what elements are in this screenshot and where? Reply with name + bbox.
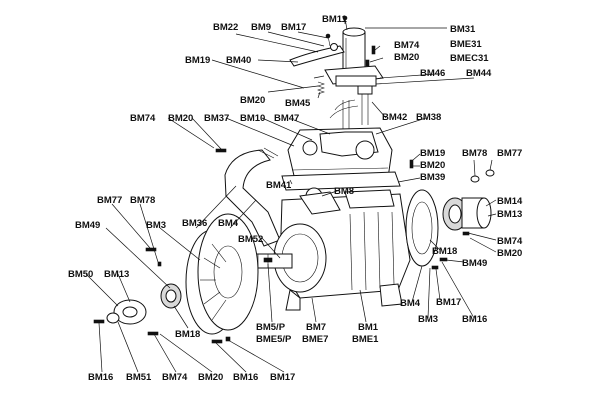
label-bme7: BME7 bbox=[302, 334, 328, 345]
label-bm19-right: BM19 bbox=[420, 148, 445, 159]
label-bm20: BM20 bbox=[394, 52, 419, 63]
label-bm77-left: BM77 bbox=[97, 195, 122, 206]
label-bm17-right: BM17 bbox=[436, 297, 461, 308]
label-bm20-bottom: BM20 bbox=[198, 372, 223, 383]
hose bbox=[224, 147, 281, 247]
label-bm16-right: BM16 bbox=[462, 314, 487, 325]
label-bm19: BM19 bbox=[185, 55, 210, 66]
label-bm16-bottom: BM16 bbox=[88, 372, 113, 383]
label-bm51: BM51 bbox=[126, 372, 152, 383]
label-bm36: BM36 bbox=[182, 218, 207, 229]
label-bm17-bottom: BM17 bbox=[270, 372, 295, 383]
label-bm74-bottom: BM74 bbox=[162, 372, 188, 383]
label-bme5p: BME5/P bbox=[256, 334, 292, 345]
end-cover-left bbox=[185, 213, 259, 335]
label-bm38: BM38 bbox=[416, 112, 441, 123]
label-bm18-right: BM18 bbox=[432, 246, 457, 257]
label-bm31: BM31 bbox=[450, 24, 476, 35]
label-bm22: BM22 bbox=[213, 22, 238, 33]
label-bm74-right: BM74 bbox=[497, 236, 523, 247]
leader-lines bbox=[85, 18, 497, 373]
label-bm45: BM45 bbox=[285, 98, 311, 109]
label-bm49-left: BM49 bbox=[75, 220, 100, 231]
label-bme31: BME31 bbox=[450, 39, 482, 50]
label-bmec31: BMEC31 bbox=[450, 53, 489, 64]
label-bm20-left: BM20 bbox=[168, 113, 193, 124]
label-bm74-left: BM74 bbox=[130, 113, 156, 124]
label-bm13-right: BM13 bbox=[497, 209, 522, 220]
label-bm42: BM42 bbox=[382, 112, 407, 123]
label-bm4-right: BM4 bbox=[400, 298, 421, 309]
label-bm16-bottom2: BM16 bbox=[233, 372, 258, 383]
seal-right bbox=[442, 197, 492, 231]
label-bm20-right: BM20 bbox=[420, 160, 445, 171]
label-bm1: BM1 bbox=[358, 322, 379, 333]
label-bm46: BM46 bbox=[420, 68, 445, 79]
label-bm7: BM7 bbox=[306, 322, 326, 333]
label-bm78-left: BM78 bbox=[130, 195, 155, 206]
label-bm10: BM10 bbox=[240, 113, 265, 124]
label-bm39: BM39 bbox=[420, 172, 445, 183]
label-bm20-mid: BM20 bbox=[240, 95, 265, 106]
spring bbox=[313, 75, 325, 95]
label-bm77-right: BM77 bbox=[497, 148, 522, 159]
label-bm4-left: BM4 bbox=[218, 218, 239, 229]
tube-assembly bbox=[329, 85, 373, 130]
end-cap bbox=[106, 299, 147, 325]
part-labels: BM11 BM22 BM9 BM17 BM31 BM74 BME31 BM20 … bbox=[68, 14, 523, 383]
label-bm47: BM47 bbox=[274, 113, 299, 124]
label-bm14: BM14 bbox=[497, 196, 523, 207]
label-bme1: BME1 bbox=[352, 334, 379, 345]
label-bm50: BM50 bbox=[68, 269, 93, 280]
label-bm52: BM52 bbox=[238, 234, 263, 245]
label-bm78-right: BM78 bbox=[462, 148, 487, 159]
label-bm13-left: BM13 bbox=[104, 269, 129, 280]
label-bm8: BM8 bbox=[334, 186, 354, 197]
valve-base bbox=[324, 65, 384, 87]
label-bm17: BM17 bbox=[281, 22, 306, 33]
valve-lever bbox=[289, 33, 345, 67]
label-bm44: BM44 bbox=[466, 68, 492, 79]
label-bm11: BM11 bbox=[322, 14, 348, 25]
label-bm40: BM40 bbox=[226, 55, 251, 66]
label-bm74: BM74 bbox=[394, 40, 420, 51]
label-bm9: BM9 bbox=[251, 22, 271, 33]
label-bm3-right: BM3 bbox=[418, 314, 438, 325]
label-bm49-right: BM49 bbox=[462, 258, 487, 269]
label-bm41: BM41 bbox=[266, 180, 292, 191]
label-bm3-left: BM3 bbox=[146, 220, 166, 231]
label-bm5p: BM5/P bbox=[256, 322, 286, 333]
label-bm20-right2: BM20 bbox=[497, 248, 522, 259]
label-bm37: BM37 bbox=[204, 113, 229, 124]
label-bm18-left: BM18 bbox=[175, 329, 200, 340]
cylinder-head bbox=[287, 127, 393, 181]
